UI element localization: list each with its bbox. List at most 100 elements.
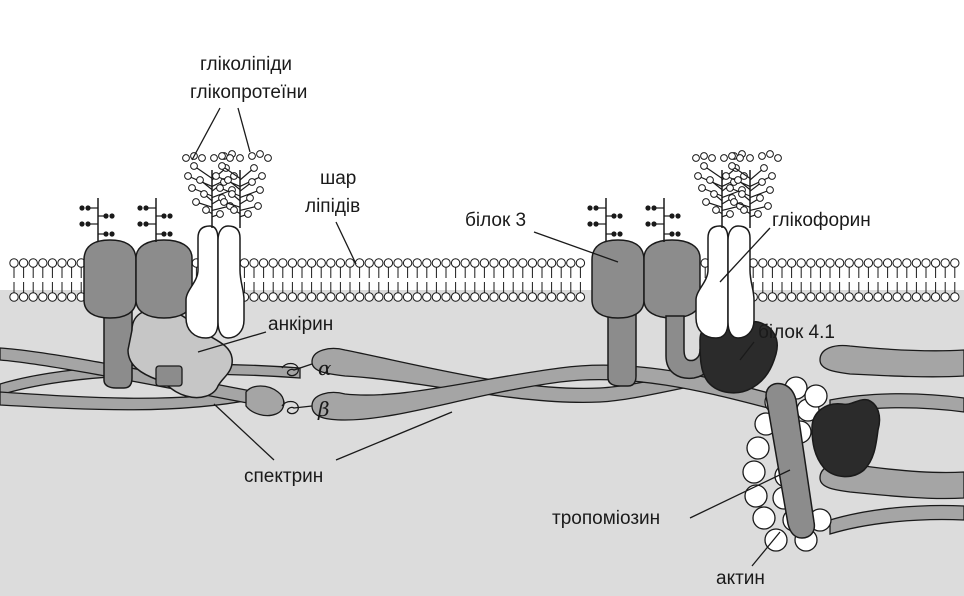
sugar-residue	[747, 155, 754, 162]
sugar-residue	[587, 221, 592, 226]
sugar-residue	[265, 155, 272, 162]
lipid-head	[250, 293, 258, 301]
lipid-head	[931, 259, 939, 267]
ankyrin-link	[156, 366, 182, 386]
lipid-head	[835, 293, 843, 301]
lipid-head	[547, 259, 555, 267]
lipid-head	[845, 259, 853, 267]
label-actin: актин	[716, 568, 765, 589]
sugar-residue	[587, 205, 592, 210]
sugar-residue	[729, 163, 736, 170]
lipid-head	[538, 259, 546, 267]
sugar-residue	[203, 207, 210, 214]
lipid-head	[48, 259, 56, 267]
lipid-head	[557, 293, 565, 301]
sugar-residue	[217, 211, 224, 218]
lipid-head	[346, 259, 354, 267]
lipid-head	[19, 259, 27, 267]
sugar-residue	[109, 231, 114, 236]
lipid-head	[547, 293, 555, 301]
sugar-residue	[247, 195, 254, 202]
sugar-residue	[143, 221, 148, 226]
actin-monomer	[745, 485, 767, 507]
lipid-head	[490, 259, 498, 267]
sugar-residue	[201, 191, 208, 198]
spectrin-strand	[820, 346, 964, 377]
lipid-head	[58, 259, 66, 267]
lipid-head	[893, 293, 901, 301]
lipid-head	[519, 259, 527, 267]
lipid-head	[528, 259, 536, 267]
label-spectrin: спектрин	[244, 466, 323, 487]
lipid-head	[451, 293, 459, 301]
label-beta: β	[317, 397, 330, 421]
sugar-residue	[161, 231, 166, 236]
sugar-residue	[755, 211, 762, 218]
actin-monomer	[765, 529, 787, 551]
lipid-head	[538, 293, 546, 301]
lipid-head	[567, 293, 575, 301]
sugar-residue	[197, 177, 204, 184]
sugar-residue	[701, 163, 708, 170]
lipid-head	[327, 259, 335, 267]
sugar-residue	[741, 207, 748, 214]
sugar-residue	[767, 187, 774, 194]
lipid-head	[855, 293, 863, 301]
label-band3: білок 3	[465, 210, 526, 231]
lipid-head	[807, 259, 815, 267]
sugar-residue	[85, 221, 90, 226]
sugar-residue	[143, 205, 148, 210]
lipid-head	[557, 259, 565, 267]
actin-monomer	[743, 461, 765, 483]
lipid-head	[269, 293, 277, 301]
lipid-head	[307, 293, 315, 301]
sugar-residue	[737, 155, 744, 162]
sugar-residue	[211, 155, 218, 162]
lipid-head	[864, 259, 872, 267]
lipid-head	[317, 259, 325, 267]
lipid-head	[883, 259, 891, 267]
lipid-head	[922, 259, 930, 267]
sugar-residue	[199, 155, 206, 162]
sugar-residue	[675, 231, 680, 236]
lipid-head	[519, 293, 527, 301]
lipid-head	[778, 293, 786, 301]
sugar-residue	[231, 207, 238, 214]
sugar-residue	[229, 191, 236, 198]
lipid-head	[29, 293, 37, 301]
lipid-head	[413, 259, 421, 267]
label-glycoproteins: глікопротеїни	[190, 82, 307, 103]
sugar-residue	[193, 199, 200, 206]
sugar-residue	[701, 153, 708, 160]
sugar-residue	[617, 213, 622, 218]
label-tropomyosin: тропоміозин	[552, 508, 660, 529]
sugar-residue	[651, 221, 656, 226]
sugar-residue	[775, 155, 782, 162]
lipid-head	[787, 293, 795, 301]
lipid-head	[365, 259, 373, 267]
lipid-head	[759, 293, 767, 301]
sugar-residue	[217, 185, 224, 192]
lipid-head	[941, 259, 949, 267]
lipid-head	[10, 259, 18, 267]
sugar-residue	[257, 187, 264, 194]
sugar-residue	[707, 177, 714, 184]
lipid-head	[576, 259, 584, 267]
lipid-head	[461, 259, 469, 267]
sugar-residue	[85, 205, 90, 210]
lipid-head	[768, 293, 776, 301]
lipid-head	[336, 259, 344, 267]
sugar-residue	[645, 221, 650, 226]
lipid-head	[413, 293, 421, 301]
lipid-head	[259, 293, 267, 301]
lipid-head	[845, 293, 853, 301]
sugar-residue	[617, 231, 622, 236]
sugar-residue	[249, 179, 256, 186]
lipid-head	[768, 259, 776, 267]
sugar-residue	[255, 203, 262, 210]
lipid-head	[307, 259, 315, 267]
lipid-head	[903, 259, 911, 267]
lipid-head	[355, 293, 363, 301]
sugar-residue	[103, 213, 108, 218]
lipid-head	[951, 259, 959, 267]
